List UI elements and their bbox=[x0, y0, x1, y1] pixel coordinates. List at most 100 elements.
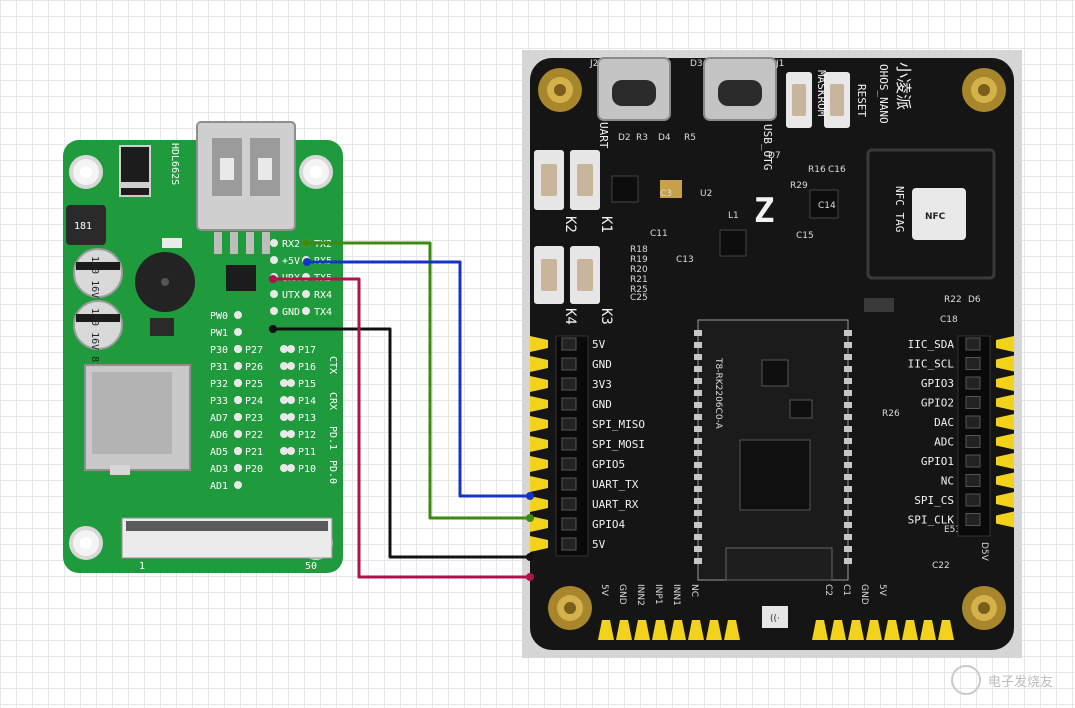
component-label: R29 bbox=[790, 181, 808, 191]
green-adapter-board: HDL662S 181 100 16V 816 100 16V 816 1 50 bbox=[63, 121, 343, 573]
yellow-pin bbox=[706, 620, 722, 640]
left-header-label: 3V3 bbox=[592, 378, 612, 391]
usb-a-connector bbox=[196, 121, 296, 231]
svg-text:100 16V 816: 100 16V 816 bbox=[89, 308, 100, 374]
pin-pad bbox=[280, 413, 288, 421]
pin-label: P13 bbox=[298, 413, 316, 424]
wifi-logo bbox=[762, 606, 788, 628]
component-label: R25 bbox=[630, 285, 648, 295]
wire-end-dot bbox=[303, 258, 311, 266]
pin-pad bbox=[287, 464, 295, 472]
pin-label: P31 bbox=[210, 362, 228, 373]
pin-label: P24 bbox=[245, 396, 263, 407]
yellow-pin bbox=[530, 436, 548, 452]
pin-pad bbox=[302, 307, 310, 315]
left-header-label: GND bbox=[592, 358, 612, 371]
wire-end-dot bbox=[526, 492, 534, 500]
bottom-header-label: INN2 bbox=[635, 584, 645, 606]
brand-cn: 小凌派 bbox=[894, 62, 913, 110]
key-button bbox=[570, 246, 600, 304]
component-label: D7 bbox=[768, 151, 781, 161]
pin-pad bbox=[270, 256, 278, 264]
left-header-label: UART_TX bbox=[592, 478, 639, 491]
standoff bbox=[962, 68, 1006, 112]
component-label: D4 bbox=[658, 133, 671, 143]
pin-pad bbox=[234, 447, 242, 455]
pin-pad bbox=[287, 379, 295, 387]
pin-label: P15 bbox=[298, 379, 316, 390]
yellow-pin bbox=[996, 511, 1014, 528]
reset-button bbox=[824, 72, 850, 128]
pin-label: P21 bbox=[245, 447, 263, 458]
brand-en: OHOS_NANO bbox=[877, 64, 890, 124]
pin-pad bbox=[280, 464, 288, 472]
standoff bbox=[548, 586, 592, 630]
wire-black-gnd bbox=[273, 327, 530, 559]
standoff bbox=[962, 586, 1006, 630]
uart-pin-label: RX2 bbox=[282, 239, 300, 250]
pin-label: AD6 bbox=[210, 430, 228, 441]
svg-text:100 16V 816: 100 16V 816 bbox=[89, 256, 100, 322]
component-label: R20 bbox=[630, 265, 648, 275]
yellow-pin bbox=[530, 376, 548, 392]
uart-pin-label: UTX bbox=[282, 290, 300, 301]
yellow-pin bbox=[530, 476, 548, 492]
pin-pad bbox=[287, 345, 295, 353]
board-model-text: HDL662S bbox=[169, 143, 180, 185]
left-header-label: 5V bbox=[592, 538, 606, 551]
component-label: R26 bbox=[882, 409, 900, 419]
right-header: IIC_SDAIIC_SCLGPIO3GPIO2DACADCGPIO1NCSPI… bbox=[908, 335, 1014, 537]
bottom-header-label: GND bbox=[617, 584, 627, 605]
right-header-label: ADC bbox=[934, 436, 954, 449]
pin-label: PW1 bbox=[210, 328, 228, 339]
pin-label: P30 bbox=[210, 345, 228, 356]
mount-hole bbox=[80, 537, 92, 549]
pin-pad bbox=[280, 430, 288, 438]
nfc-antenna bbox=[866, 148, 996, 280]
pin-label: AD3 bbox=[210, 464, 228, 475]
left-header-label: GPIO5 bbox=[592, 458, 625, 471]
wire-green-rx2-uart-tx bbox=[306, 241, 530, 520]
chip bbox=[809, 189, 839, 219]
key-label: K3 bbox=[598, 308, 614, 325]
component-label: R16 bbox=[808, 165, 826, 175]
component-label: R3 bbox=[636, 133, 648, 143]
pin-label: P14 bbox=[298, 396, 316, 407]
component-label: R5 bbox=[684, 133, 696, 143]
bottom-header-label: 5V bbox=[599, 584, 609, 597]
pin-label: AD7 bbox=[210, 413, 228, 424]
pin-label: P32 bbox=[210, 379, 228, 390]
right-header-label: IIC_SDA bbox=[908, 338, 955, 351]
right-header-label: GPIO1 bbox=[921, 455, 954, 468]
wifi-icon: ((· bbox=[770, 614, 780, 624]
uart-pin-label: RX4 bbox=[314, 290, 332, 301]
pin-pad bbox=[280, 362, 288, 370]
yellow-pin bbox=[530, 496, 548, 512]
left-header-label: UART_RX bbox=[592, 498, 639, 511]
wire-blue-tx2-uart-rx bbox=[307, 260, 530, 498]
pin-label: P22 bbox=[245, 430, 263, 441]
chip bbox=[719, 229, 747, 257]
component-label: C25 bbox=[630, 293, 648, 303]
pin-label: P25 bbox=[245, 379, 263, 390]
usb-otg-label: USB_OTG bbox=[761, 124, 774, 170]
yellow-pin bbox=[688, 620, 704, 640]
pin-label: P33 bbox=[210, 396, 228, 407]
bottom-header-label: INP1 bbox=[653, 584, 663, 605]
pin-label: P10 bbox=[298, 464, 316, 475]
chip bbox=[226, 265, 256, 291]
pin-pad bbox=[287, 362, 295, 370]
pin-pad bbox=[280, 447, 288, 455]
yellow-pin bbox=[920, 620, 936, 640]
rk2206-module: T8-RK2206C0-A bbox=[694, 319, 852, 581]
component-label: C3 bbox=[660, 189, 672, 199]
yellow-pin bbox=[616, 620, 632, 640]
bottom-header-label: C1 bbox=[841, 584, 851, 596]
uart-pin-label: GND bbox=[282, 307, 300, 318]
nfc-logo bbox=[912, 188, 966, 240]
yellow-pin bbox=[996, 472, 1014, 489]
watermark-text: 电子发烧友 bbox=[988, 674, 1053, 690]
pin-pad bbox=[234, 328, 242, 336]
